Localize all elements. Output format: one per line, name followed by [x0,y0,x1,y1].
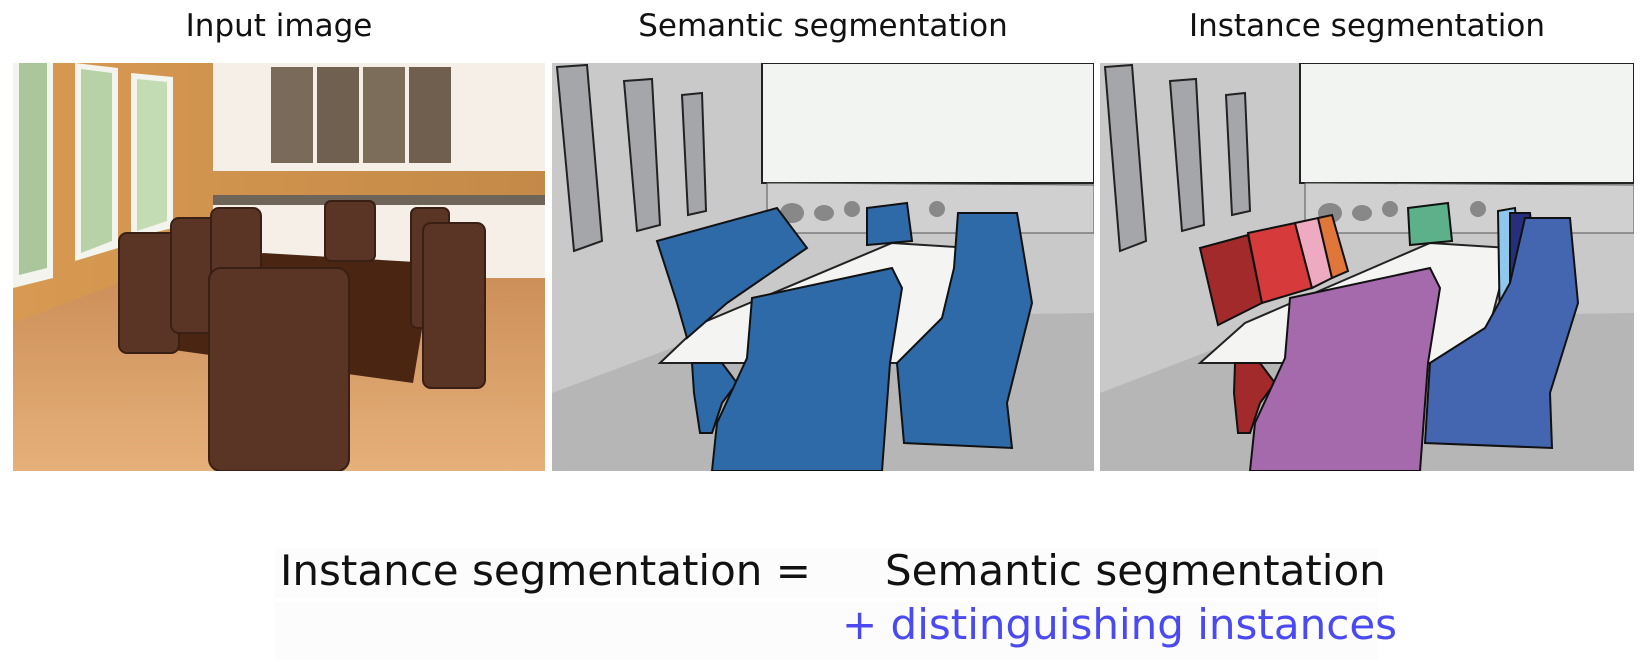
chair [324,200,376,262]
window [1103,63,1148,253]
chair-instance [1423,217,1580,450]
window [13,63,173,288]
window [1224,91,1252,217]
instance-segmentation-caption: Instance segmentation [1188,8,1546,44]
window [1168,77,1206,233]
chair [422,222,486,389]
chair [690,362,739,434]
input-image [13,63,545,471]
chair [655,206,809,340]
window [680,91,708,217]
chair [895,212,1034,450]
equation-right: Semantic segmentation [885,546,1386,595]
equation-left: Instance segmentation = [280,546,811,595]
equation-background [275,548,1378,598]
equation-background [275,602,1378,660]
chair [208,267,350,471]
chair-instance [1406,201,1454,247]
chair-instance [1232,362,1277,434]
window [622,77,662,233]
chair [866,201,914,247]
window [555,63,604,253]
chair [710,266,904,471]
semantic-segmentation-image [552,63,1094,471]
equation-plus-term: + distinguishing instances [842,600,1398,649]
semantic-segmentation-caption: Semantic segmentation [638,8,1008,44]
input-image-caption: Input image [185,8,373,44]
chair-instance [1316,213,1350,280]
chair-instance [1248,266,1442,471]
instance-segmentation-image [1100,63,1634,471]
